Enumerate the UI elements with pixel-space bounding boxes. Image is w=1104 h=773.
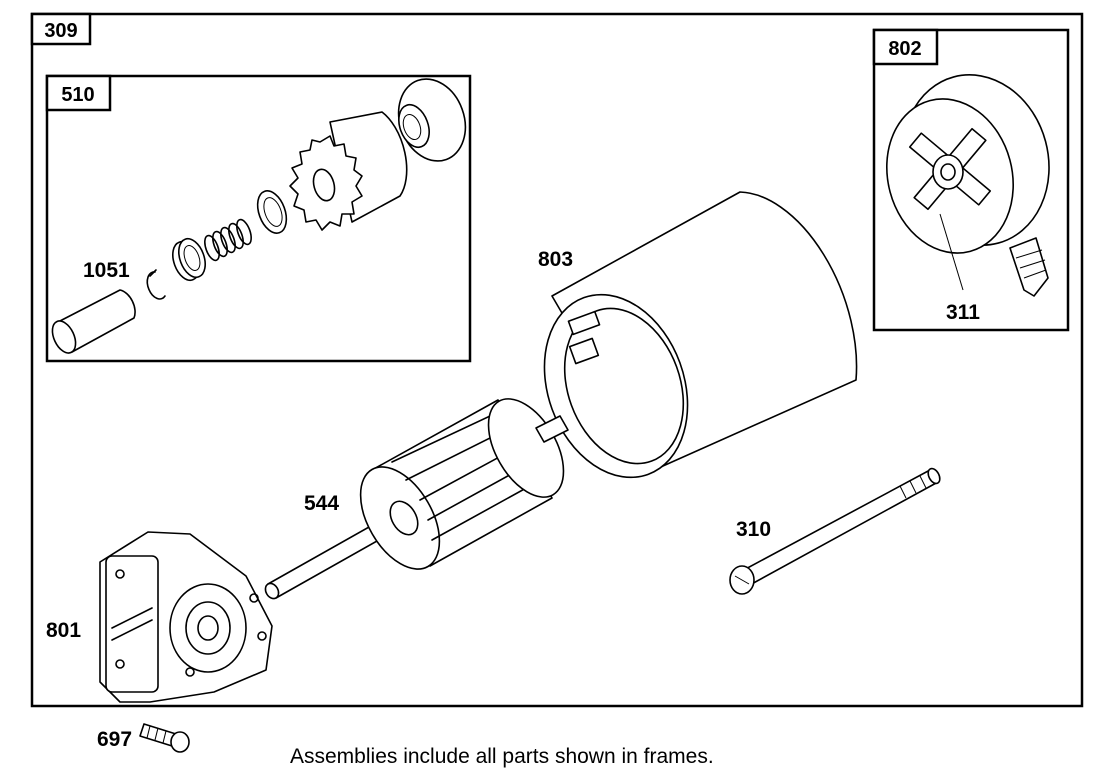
callout-drive-cap: 801 [46,619,81,642]
callout-housing: 803 [538,248,573,271]
retaining-ring [146,269,166,300]
through-bolt [729,467,941,595]
spring-cup [256,190,288,234]
pinion-gear [289,111,408,231]
frame-end-cap [872,28,1070,332]
drive-spring [204,218,252,262]
frame-main-tagbox [30,12,92,46]
frame-drive [45,74,472,363]
end-cap [886,74,1050,297]
drive-collar [172,237,206,282]
frame-main-label: 309 [44,20,77,42]
footer-note: Assemblies include all parts shown in fr… [290,745,714,768]
frame-end-cap-label: 802 [888,38,921,60]
callout-retainer: 1051 [83,259,130,282]
callout-screw: 697 [97,728,132,751]
frame-drive-tagbox [45,74,112,112]
callout-brush: 311 [946,301,980,324]
callout-armature: 544 [304,492,339,515]
drive-pin [51,289,136,354]
stop-nut [397,78,467,162]
armature [264,398,569,600]
frame-drive-label: 510 [61,84,94,106]
frame-end-cap-tagbox [872,28,939,66]
callout-bolt: 310 [736,518,771,541]
frame-main [30,12,1084,708]
mounting-screw [139,723,190,753]
motor-housing [543,191,858,479]
drive-end-cap [99,531,273,703]
